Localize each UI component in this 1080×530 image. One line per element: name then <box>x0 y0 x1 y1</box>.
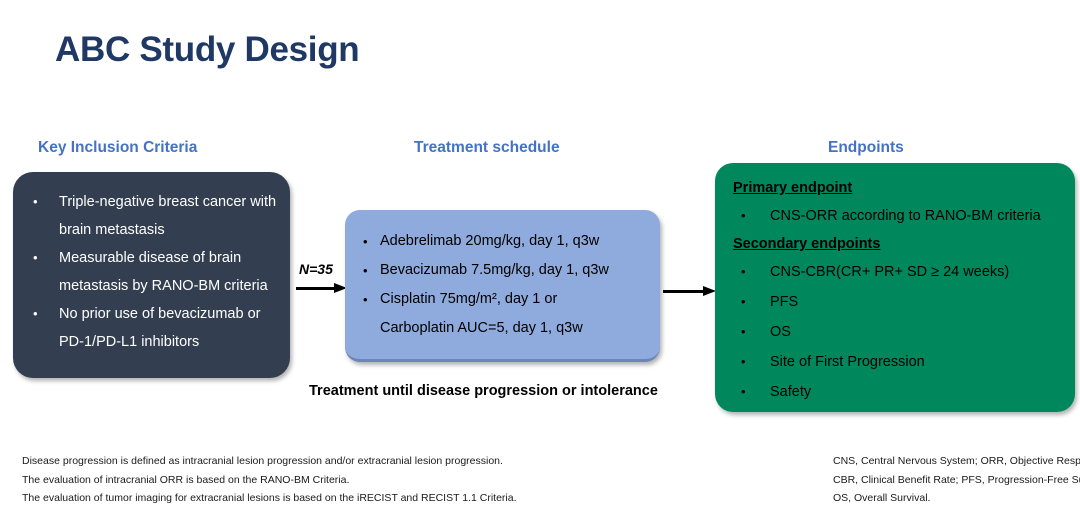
bullet-icon: • <box>741 208 746 223</box>
arrow-enrollment-to-treatment-icon <box>296 283 348 295</box>
list-item: • Bevacizumab 7.5mg/kg, day 1, q3w <box>363 256 650 285</box>
list-item: • No prior use of bevacizumab or PD-1/PD… <box>33 300 278 356</box>
footnote-line: CBR, Clinical Benefit Rate; PFS, Progres… <box>833 473 1080 486</box>
inclusion-criteria-list: • Triple-negative breast cancer with bra… <box>33 188 278 356</box>
treatment-schedule-panel: • Adebrelimab 20mg/kg, day 1, q3w • Beva… <box>345 210 660 362</box>
treatment-regimen-text: Cisplatin 75mg/m², day 1 or <box>380 291 558 307</box>
footnote-line: OS, Overall Survival. <box>833 492 931 504</box>
bullet-icon: • <box>741 294 746 309</box>
bullet-icon: • <box>741 324 746 339</box>
column-header-treatment-schedule: Treatment schedule <box>414 139 560 156</box>
page-title: ABC Study Design <box>55 30 360 69</box>
inclusion-criterion-text: Triple-negative breast cancer with brain… <box>59 194 277 238</box>
arrow-shaft <box>663 290 705 293</box>
bullet-icon: • <box>741 354 746 369</box>
endpoint-text: CNS-ORR according to RANO-BM criteria <box>770 208 1041 224</box>
treatment-regimen-list: • Adebrelimab 20mg/kg, day 1, q3w • Beva… <box>363 227 650 343</box>
arrow-head <box>703 286 716 296</box>
list-item: • Safety <box>733 377 1065 407</box>
secondary-endpoints-list: • CNS-CBR(CR+ PR+ SD ≥ 24 weeks) • PFS •… <box>733 257 1065 407</box>
inclusion-criterion-text: No prior use of bevacizumab or PD-1/PD-L… <box>59 306 261 350</box>
inclusion-criterion-text: Measurable disease of brain metastasis b… <box>59 250 268 294</box>
footnotes-right-abbreviations: CNS, Central Nervous System; ORR, Object… <box>833 452 1080 508</box>
bullet-icon: • <box>741 384 746 399</box>
bullet-icon: • <box>363 292 368 307</box>
footnote-line: The evaluation of intracranial ORR is ba… <box>22 473 350 486</box>
arrow-head <box>334 283 347 293</box>
treatment-regimen-text: Adebrelimab 20mg/kg, day 1, q3w <box>380 233 600 249</box>
list-item: • Triple-negative breast cancer with bra… <box>33 188 278 244</box>
list-item: • CNS-CBR(CR+ PR+ SD ≥ 24 weeks) <box>733 257 1065 287</box>
list-item: • Measurable disease of brain metastasis… <box>33 244 278 300</box>
list-item: • Cisplatin 75mg/m², day 1 or Carboplati… <box>363 285 650 343</box>
endpoint-text: PFS <box>770 294 799 310</box>
inclusion-criteria-panel: • Triple-negative breast cancer with bra… <box>13 172 290 378</box>
list-item: • OS <box>733 317 1065 347</box>
footnote-line: The evaluation of tumor imaging for extr… <box>22 492 517 504</box>
list-item: • CNS-ORR according to RANO-BM criteria <box>733 201 1065 231</box>
bullet-icon: • <box>741 264 746 279</box>
list-item: • Adebrelimab 20mg/kg, day 1, q3w <box>363 227 650 256</box>
column-header-endpoints: Endpoints <box>828 139 904 156</box>
bullet-icon: • <box>33 250 38 265</box>
endpoint-text: Site of First Progression <box>770 354 925 370</box>
bullet-icon: • <box>33 306 38 321</box>
list-item: • PFS <box>733 287 1065 317</box>
bullet-icon: • <box>363 263 368 278</box>
endpoints-panel: Primary endpoint • CNS-ORR according to … <box>715 163 1075 412</box>
bullet-icon: • <box>363 234 368 249</box>
arrow-shaft <box>296 287 336 290</box>
footnote-line: Disease progression is defined as intrac… <box>22 455 503 467</box>
secondary-endpoints-heading: Secondary endpoints <box>733 236 881 252</box>
bullet-icon: • <box>33 194 38 209</box>
primary-endpoint-heading: Primary endpoint <box>733 180 853 196</box>
endpoint-text: CNS-CBR(CR+ PR+ SD ≥ 24 weeks) <box>770 264 1010 280</box>
list-item: • Site of First Progression <box>733 347 1065 377</box>
endpoint-text: Safety <box>770 384 812 400</box>
treatment-regimen-text: Bevacizumab 7.5mg/kg, day 1, q3w <box>380 262 609 278</box>
enrollment-count-label: N=35 <box>299 261 333 277</box>
footnote-line: CNS, Central Nervous System; ORR, Object… <box>833 455 1080 467</box>
treatment-regimen-text-continued: Carboplatin AUC=5, day 1, q3w <box>380 320 583 336</box>
endpoint-text: OS <box>770 324 791 340</box>
column-header-key-inclusion-criteria: Key Inclusion Criteria <box>38 139 198 156</box>
arrow-treatment-to-endpoints-icon <box>663 286 717 298</box>
treatment-duration-caption: Treatment until disease progression or i… <box>309 383 658 399</box>
footnotes-left: Disease progression is defined as intrac… <box>22 452 662 508</box>
primary-endpoint-list: • CNS-ORR according to RANO-BM criteria <box>733 201 1065 231</box>
endpoints-content: Primary endpoint • CNS-ORR according to … <box>733 175 1065 407</box>
